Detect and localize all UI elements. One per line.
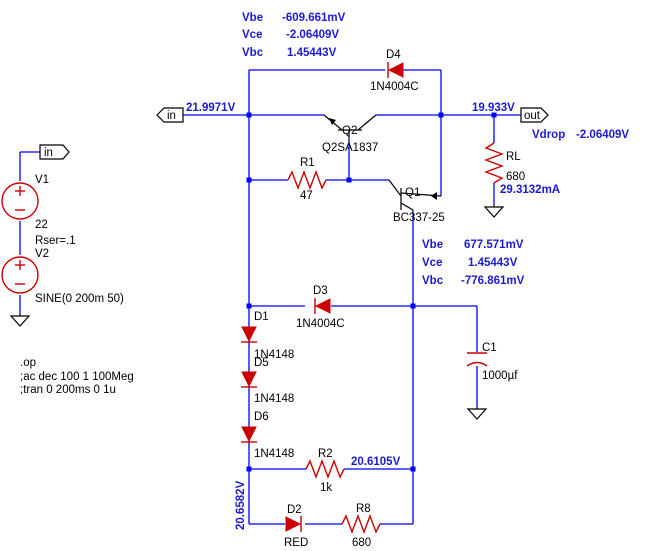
resistor-r8-symbol[interactable] [341, 514, 381, 534]
directive-ac[interactable]: ;ac dec 100 1 100Meg [20, 371, 134, 383]
diode-d1-symbol[interactable] [241, 326, 257, 343]
node-voltage-r2: 20.6105V [351, 456, 401, 468]
q1-name: Q1 [405, 187, 420, 199]
q2-vce-value: -2.06409V [286, 29, 339, 41]
resistor-r1-symbol[interactable] [287, 170, 327, 190]
transistor-q2-symbol[interactable] [323, 114, 377, 138]
d4-name: D4 [386, 49, 401, 61]
junction-dot [438, 112, 444, 118]
junction-dot [410, 466, 416, 472]
d6-value: 1N4148 [254, 448, 294, 460]
rl-name: RL [506, 151, 521, 163]
net-flag-out-label: out [524, 110, 541, 122]
vdrop-value: -2.06409V [576, 129, 629, 141]
diode-d5-symbol[interactable] [241, 371, 257, 388]
q1-vbc-label: Vbc [422, 275, 444, 287]
directive-tran[interactable]: ;tran 0 200ms 0 1u [20, 384, 116, 396]
r8-value: 680 [352, 537, 371, 549]
c1-value: 1000µf [482, 370, 518, 382]
q1-vbc-value: -776.861mV [461, 275, 525, 287]
q2-name: Q2 [342, 125, 357, 137]
d1-name: D1 [254, 311, 269, 323]
r1-name: R1 [300, 157, 315, 169]
v1-value: 22 [35, 219, 48, 231]
node-voltage-in: 21.9971V [186, 102, 236, 114]
d6-name: D6 [254, 411, 269, 423]
net-flag-in[interactable]: in [156, 107, 184, 123]
rl-current: 29.3132mA [500, 184, 560, 196]
ground-icon [9, 313, 31, 327]
ground-icon [466, 407, 488, 420]
diode-d3-symbol[interactable] [314, 298, 331, 314]
net-flag-in-label: in [167, 110, 176, 122]
directive-op[interactable]: .op [20, 357, 36, 369]
spice-directives[interactable]: .op ;ac dec 100 1 100Meg ;tran 0 200ms 0… [20, 357, 134, 396]
junction-dot [410, 303, 416, 309]
v2-name: V2 [35, 248, 49, 260]
d3-name: D3 [313, 285, 328, 297]
d3-value: 1N4004C [296, 318, 345, 330]
resistor-r2-symbol[interactable] [305, 459, 345, 479]
junction-dot [246, 177, 252, 183]
q1-vbe-value: 677.571mV [464, 239, 524, 251]
q2-value: Q2SA1837 [322, 142, 378, 154]
q2-vce-label: Vce [242, 29, 262, 41]
rl-value: 680 [506, 171, 525, 183]
q2-vbe-label: Vbe [242, 12, 263, 24]
ground-icon [483, 205, 505, 218]
junction-dot [246, 303, 252, 309]
d5-value: 1N4148 [254, 393, 294, 405]
v1-rser: Rser=.1 [35, 235, 76, 247]
v1-name: V1 [35, 174, 49, 186]
resistor-rl-symbol[interactable] [484, 142, 504, 184]
q2-vbc-value: 1.45443V [287, 47, 337, 59]
net-flag-source-in[interactable]: in [39, 144, 70, 160]
d2-value: RED [284, 537, 308, 549]
junctions [246, 112, 497, 472]
q2-vbc-label: Vbc [242, 47, 264, 59]
d5-name: D5 [254, 357, 269, 369]
q1-vce-label: Vce [422, 257, 442, 269]
q1-vbe-label: Vbe [422, 239, 443, 251]
q1-operating-point: Vbe 677.571mV Vce 1.45443V Vbc -776.861m… [422, 239, 525, 287]
r1-value: 47 [300, 190, 313, 202]
transistor-q1-symbol[interactable] [388, 179, 442, 211]
q1-vce-value: 1.45443V [468, 257, 518, 269]
net-flag-source-in-label: in [44, 147, 53, 159]
node-voltage-left: 20.6582V [235, 480, 247, 530]
r2-name: R2 [318, 448, 333, 460]
capacitor-c1-symbol[interactable] [466, 352, 488, 367]
v2-value: SINE(0 200m 50) [35, 293, 124, 305]
junction-dot [346, 177, 352, 183]
wires [19, 69, 521, 525]
junction-dot [491, 112, 497, 118]
d2-name: D2 [287, 504, 302, 516]
r2-value: 1k [320, 482, 332, 494]
net-flag-out[interactable]: out [520, 107, 549, 123]
led-d2-symbol[interactable] [285, 516, 302, 532]
diode-d6-symbol[interactable] [241, 426, 257, 443]
vdrop-label: Vdrop [532, 129, 565, 141]
junction-dot [246, 112, 252, 118]
source-v2-symbol[interactable] [1, 256, 39, 294]
c1-name: C1 [482, 342, 497, 354]
q1-value: BC337-25 [393, 212, 445, 224]
source-v1-symbol[interactable] [1, 182, 39, 220]
d1-value: 1N4148 [254, 349, 294, 361]
d4-value: 1N4004C [370, 81, 419, 93]
q2-operating-point: Vbe -609.661mV Vce -2.06409V Vbc 1.45443… [242, 12, 346, 59]
diode-d4-symbol[interactable] [387, 62, 404, 78]
node-voltage-out: 19.933V [472, 102, 515, 114]
r8-name: R8 [356, 503, 371, 515]
junction-dot [246, 466, 252, 472]
q2-vbe-value: -609.661mV [282, 12, 346, 24]
